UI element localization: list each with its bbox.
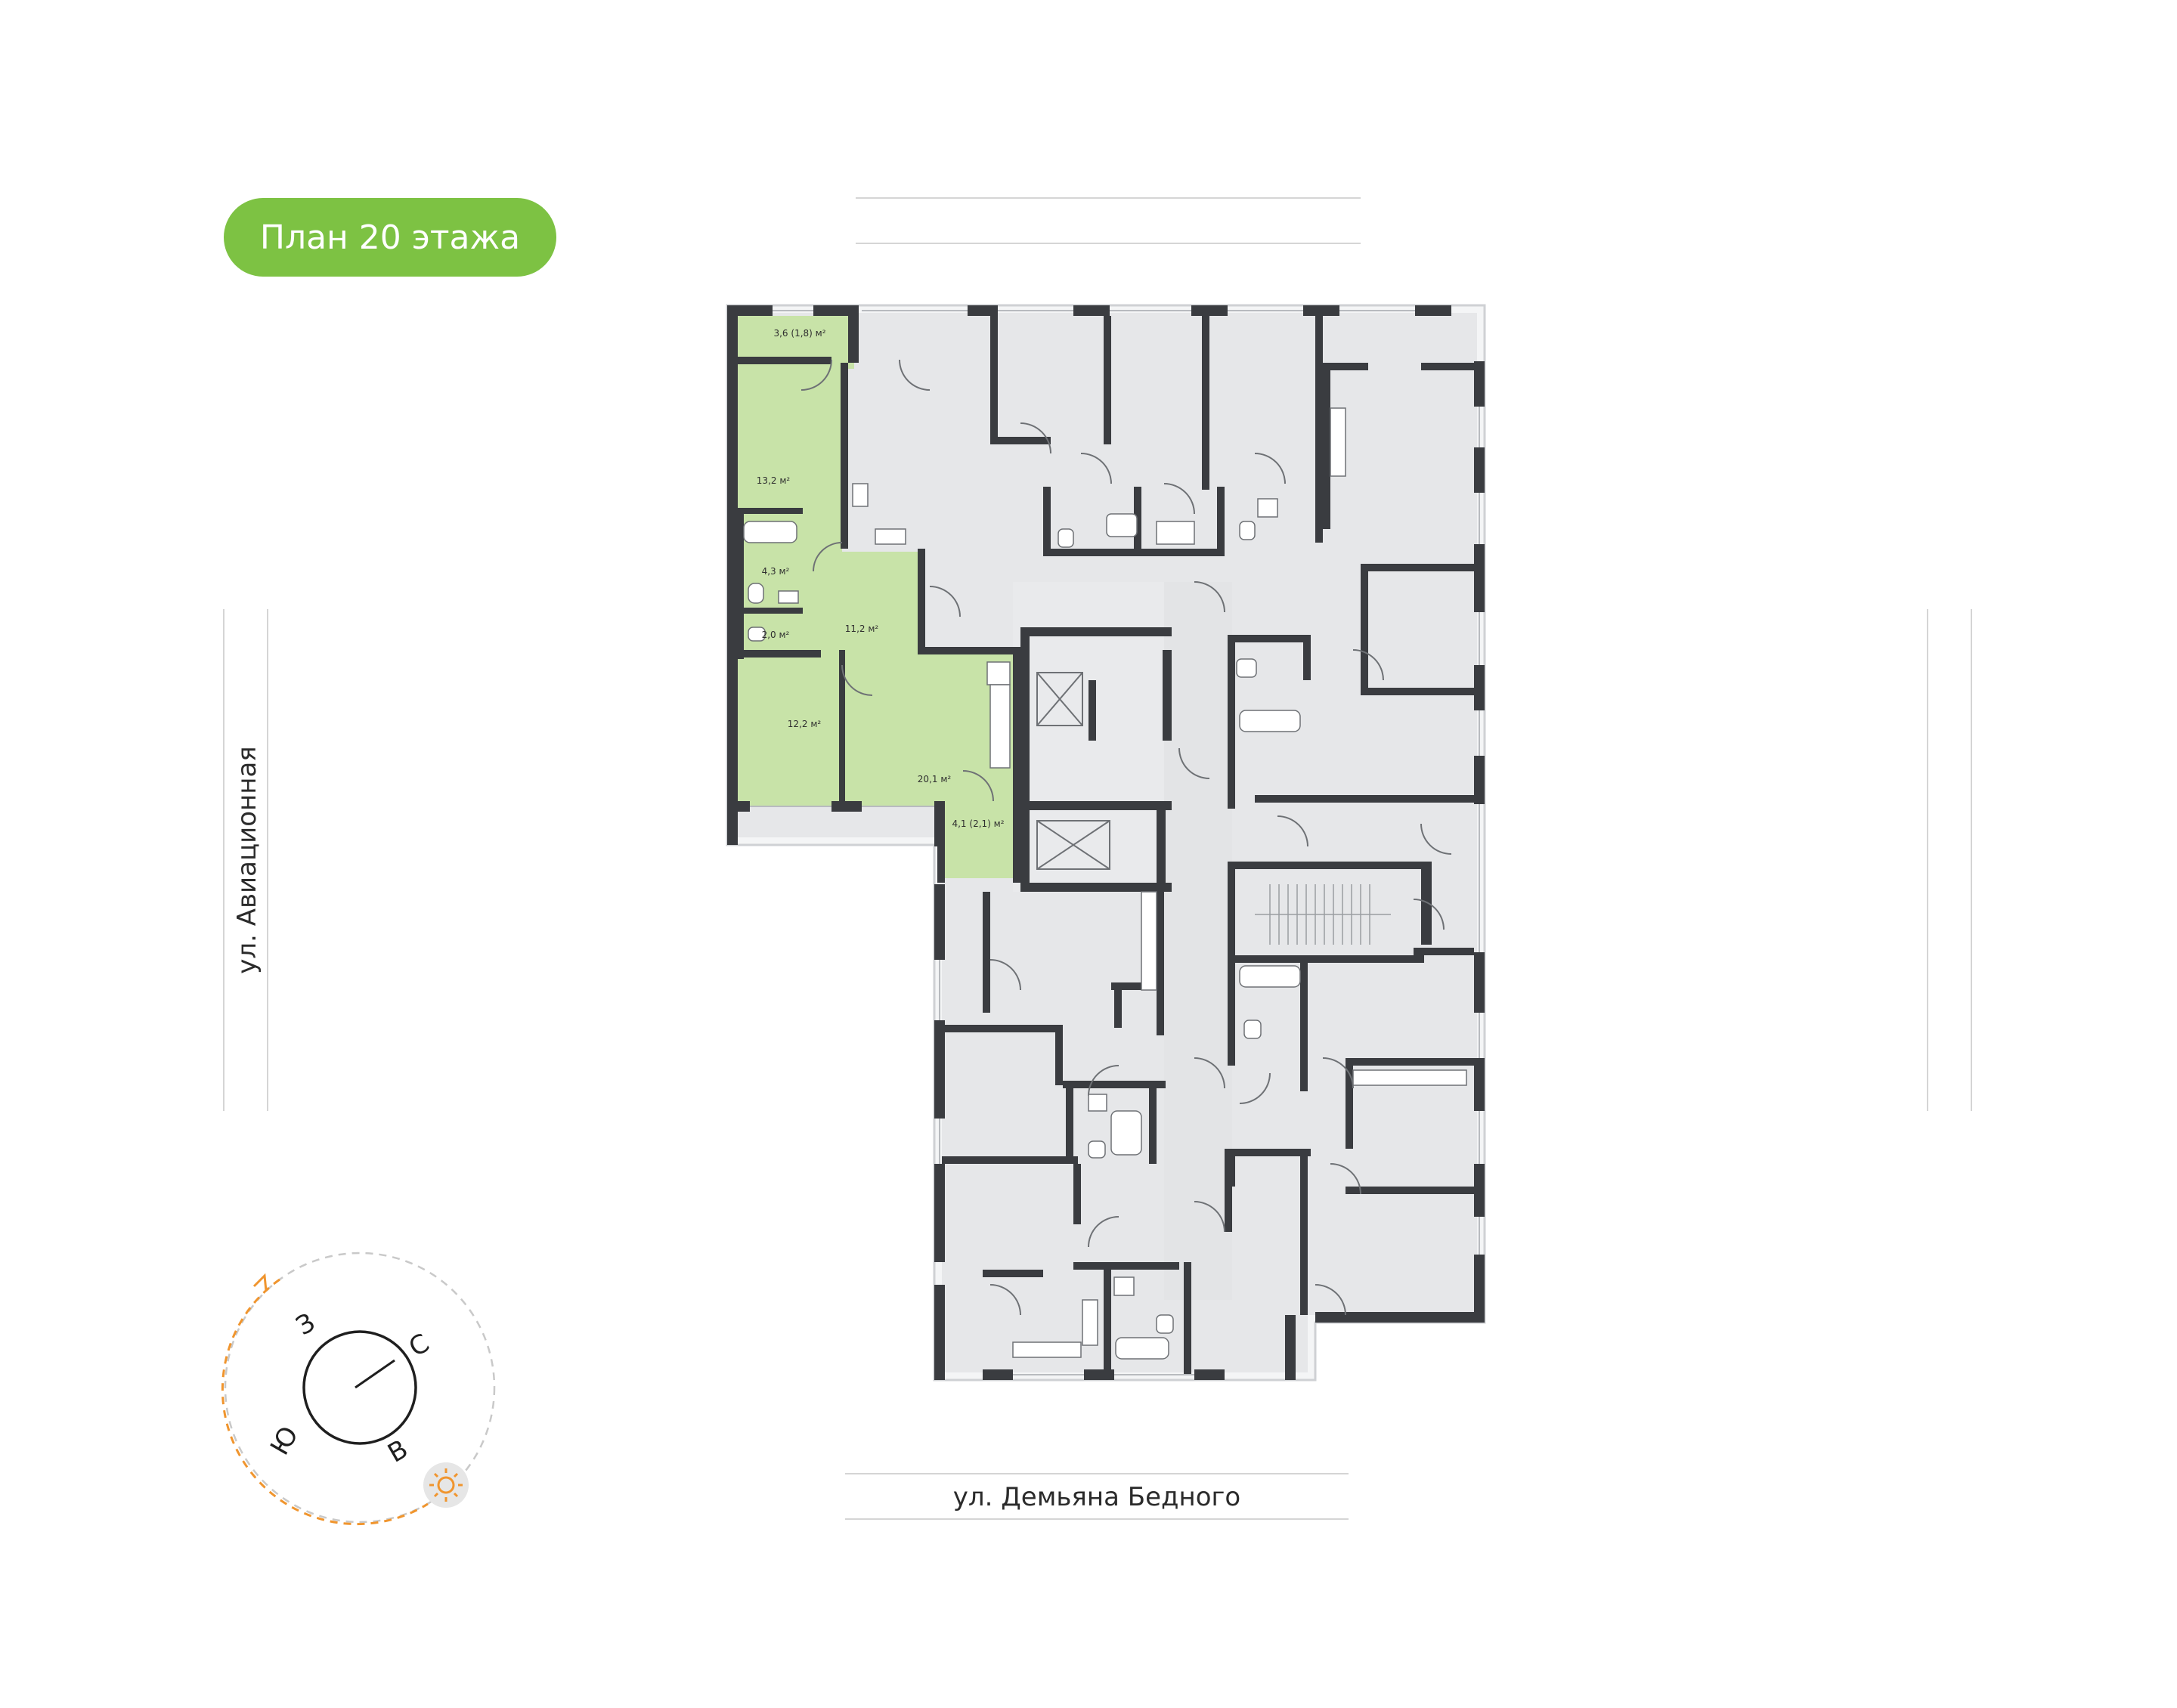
building — [726, 304, 1486, 1382]
compass: З С Ю В — [221, 1252, 496, 1526]
fixtures — [743, 407, 1467, 1360]
floor-title-badge: План 20 этажа — [224, 198, 556, 277]
area-room-bottom: 12,2 м² — [788, 719, 822, 729]
area-balcony-bottom: 4,1 (2,1) м² — [952, 818, 1004, 829]
area-balcony-top: 3,6 (1,8) м² — [773, 328, 825, 339]
selected-apartment — [738, 316, 1019, 878]
street-label-south: ул. Демьяна Бедного — [953, 1482, 1240, 1512]
compass-south: Ю — [265, 1422, 305, 1461]
area-hall: 11,2 м² — [845, 623, 879, 634]
walls — [727, 305, 1485, 1380]
street-guides — [223, 197, 1972, 1520]
area-wc: 2,0 м² — [762, 630, 790, 640]
area-room-top: 13,2 м² — [757, 475, 791, 486]
area-kitchen: 20,1 м² — [918, 774, 952, 784]
elevators-stairs — [1036, 672, 1391, 945]
window-lines — [750, 310, 1480, 1375]
area-labels: 3,6 (1,8) м² 13,2 м² 4,3 м² 2,0 м² 11,2 … — [757, 328, 1005, 829]
doors — [801, 359, 1452, 1316]
sun-icon — [423, 1462, 469, 1508]
compass-east: В — [382, 1434, 413, 1468]
area-bath: 4,3 м² — [762, 566, 790, 577]
compass-west: З — [291, 1307, 321, 1342]
direction-arrow-icon — [252, 1273, 268, 1292]
street-label-west: ул. Авиационная — [232, 746, 262, 973]
